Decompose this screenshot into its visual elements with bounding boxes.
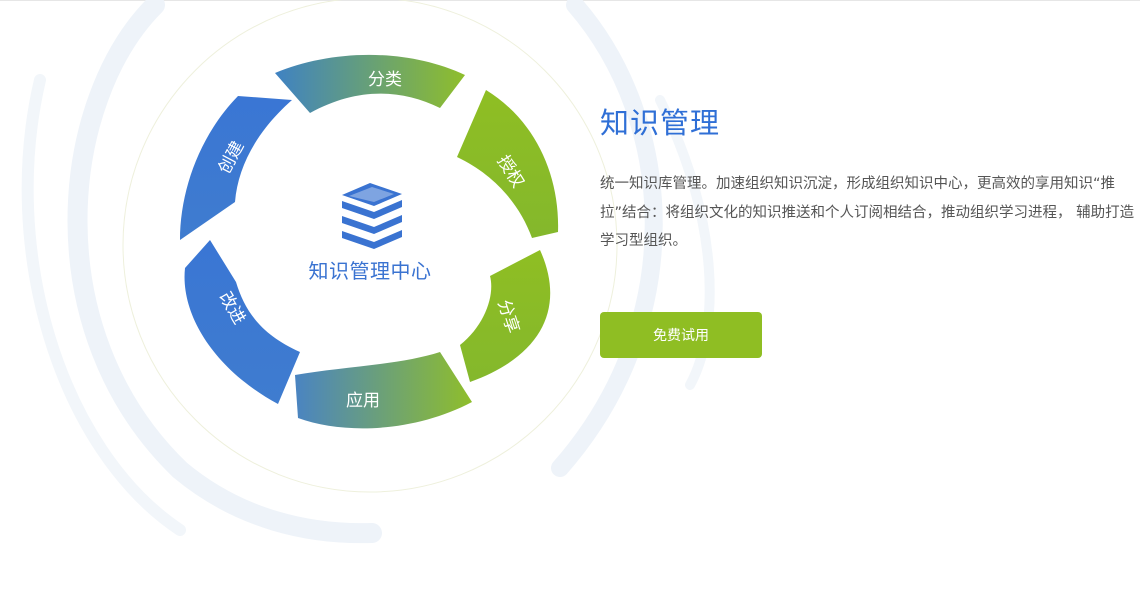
cycle-center-title: 知识管理中心 xyxy=(308,259,432,283)
segment-label-apply: 应用 xyxy=(346,391,380,411)
feature-content: 知识管理 统一知识库管理。加速组织知识沉淀，形成组织知识中心，更高效的享用知识“… xyxy=(600,100,1140,256)
cycle-segment-create xyxy=(180,96,292,240)
cycle-segment-improve xyxy=(184,240,300,404)
section-description: 统一知识库管理。加速组织知识沉淀，形成组织知识中心，更高效的享用知识“推拉”结合… xyxy=(600,176,1135,249)
cycle-segment-apply xyxy=(295,352,472,429)
cycle-segment-classify xyxy=(275,54,465,113)
stacked-books-icon xyxy=(342,183,402,249)
cycle-segment-share xyxy=(460,250,551,382)
section-title: 知识管理 xyxy=(600,106,721,140)
free-trial-button[interactable]: 免费试用 xyxy=(600,312,762,358)
cycle-segment-authorize xyxy=(457,90,559,238)
segment-label-classify: 分类 xyxy=(368,70,402,90)
